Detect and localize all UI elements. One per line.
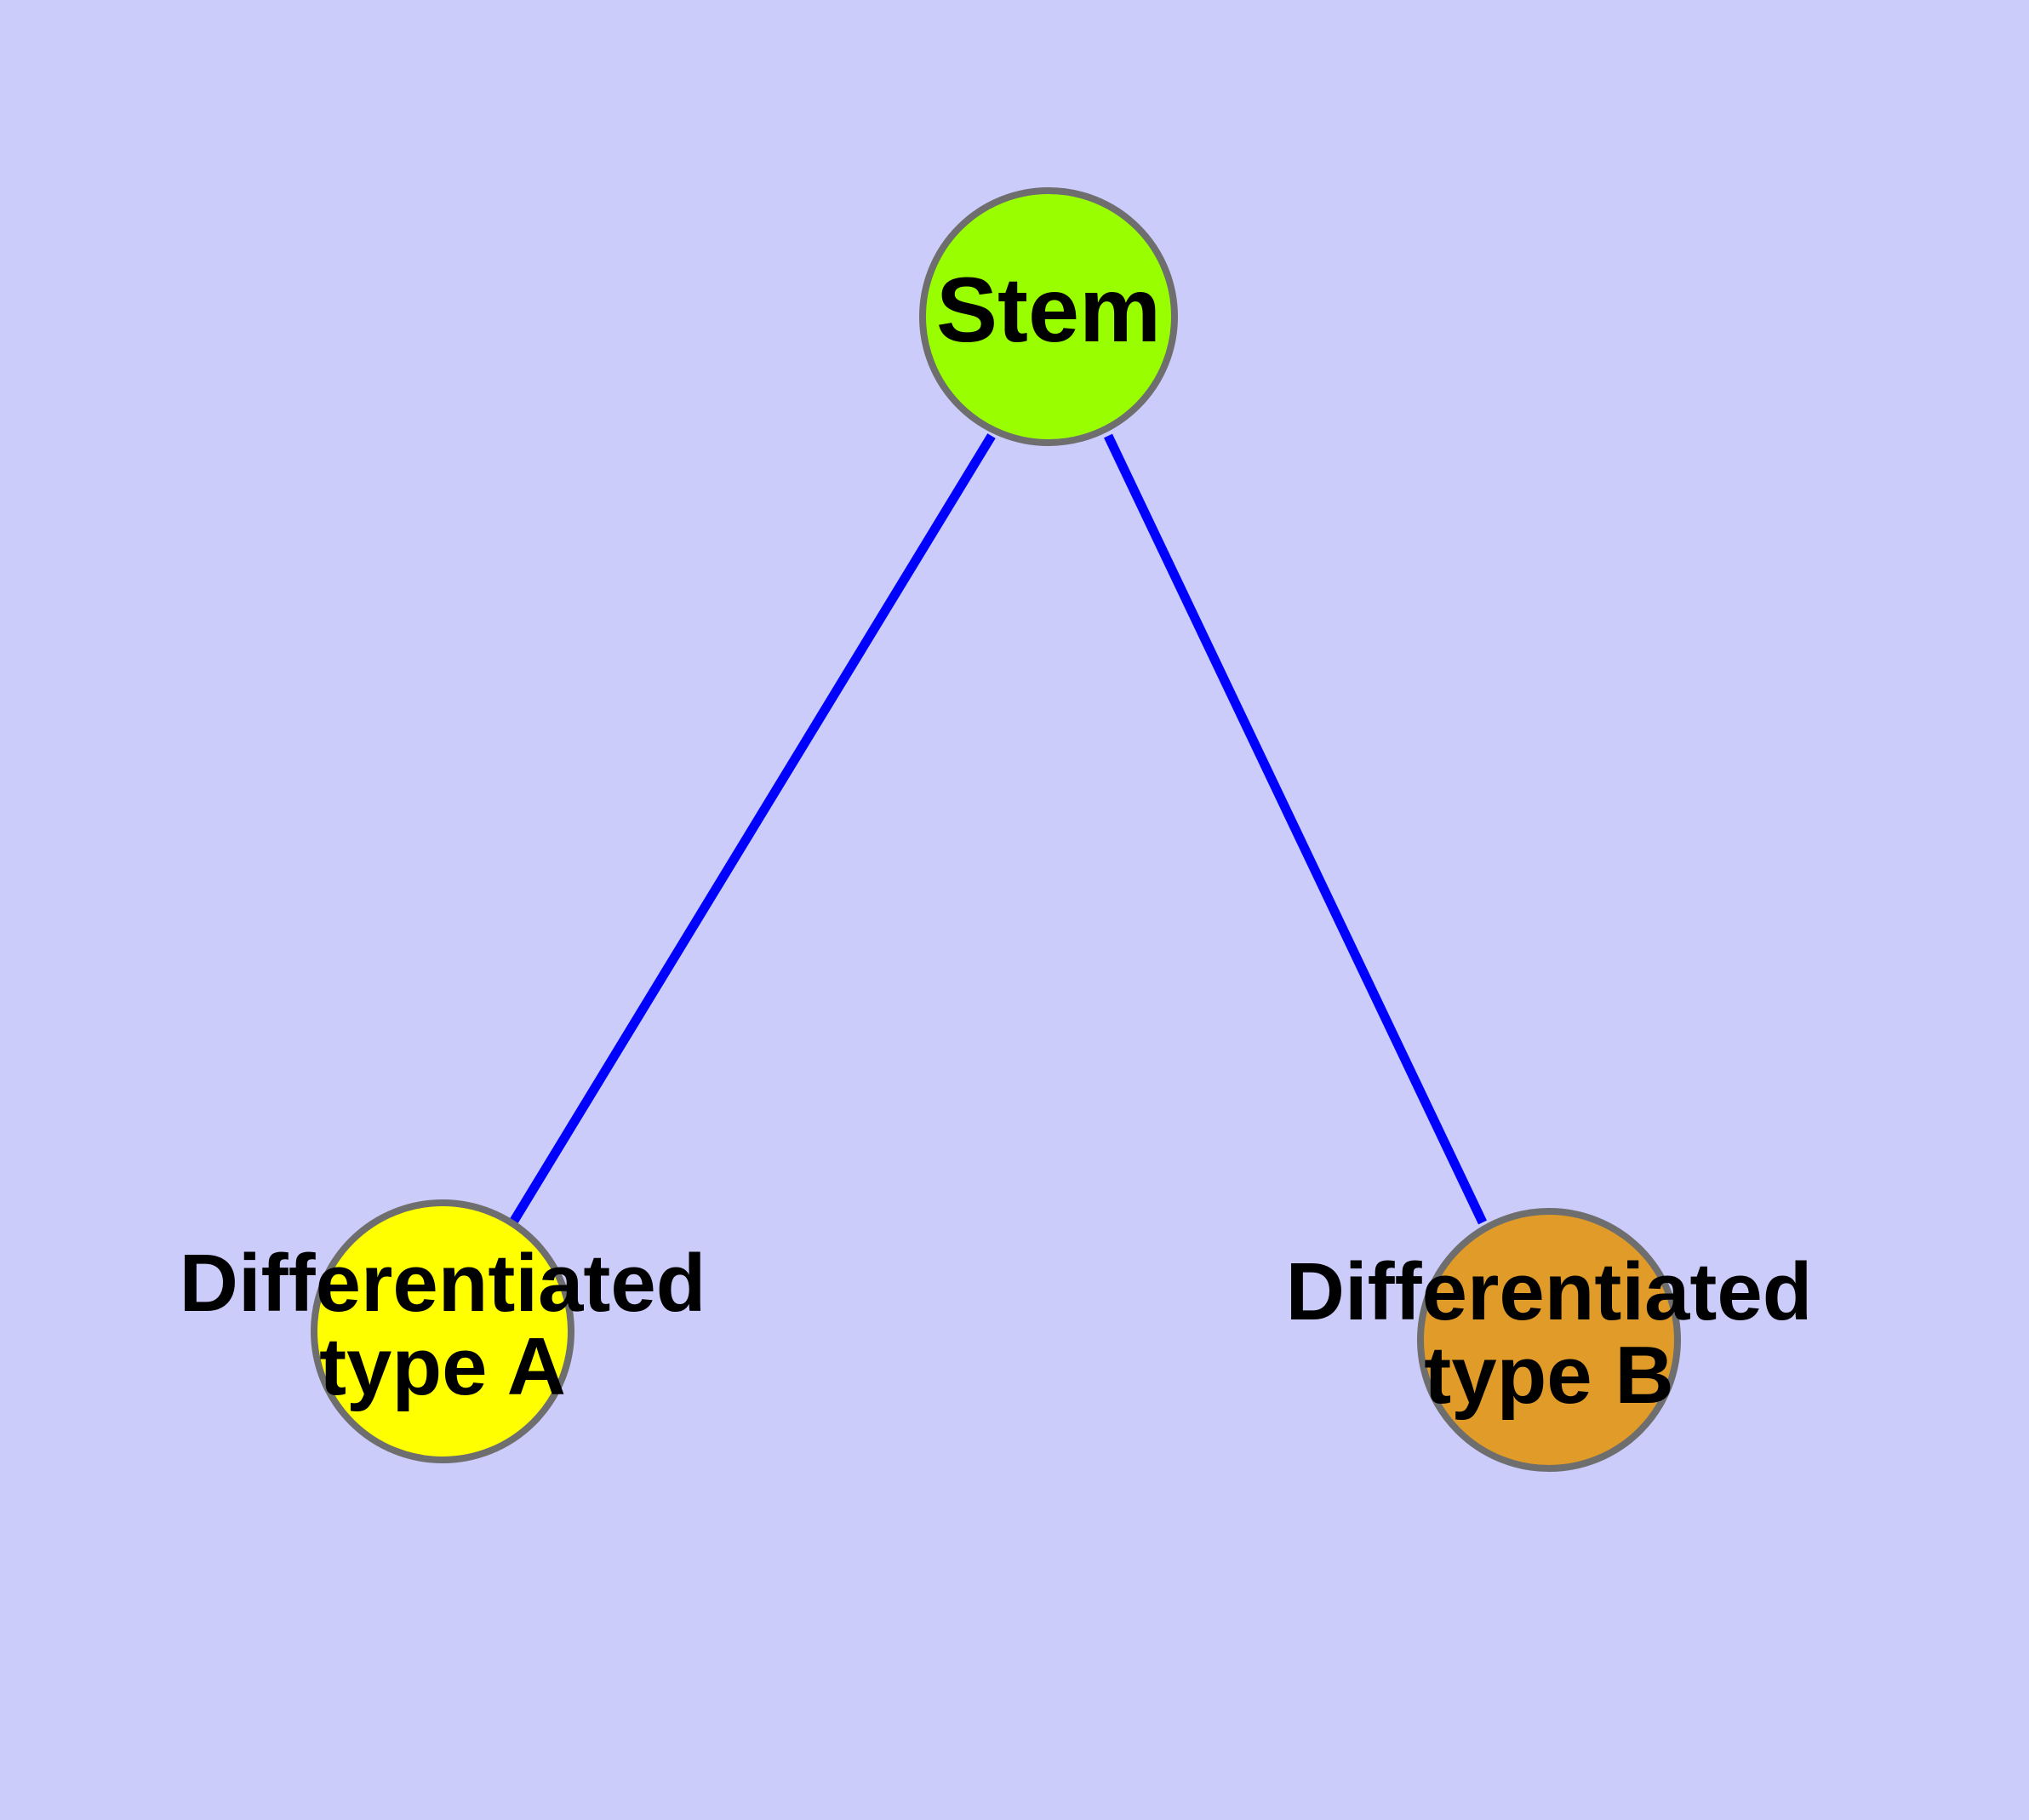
node-stem-circle[interactable]: [919, 187, 1178, 446]
edge-stem-to-differentiated-type-b[interactable]: [1104, 433, 1487, 1225]
edge-stem-to-differentiated-type-a[interactable]: [510, 433, 996, 1223]
edge-layer: [510, 433, 1487, 1225]
node-differentiated-type-b-circle[interactable]: [1417, 1208, 1681, 1472]
node-stem-label: Stem: [936, 258, 1161, 361]
node-stem[interactable]: Stem: [919, 187, 1178, 446]
node-differentiated-type-a-circle[interactable]: [311, 1199, 574, 1463]
